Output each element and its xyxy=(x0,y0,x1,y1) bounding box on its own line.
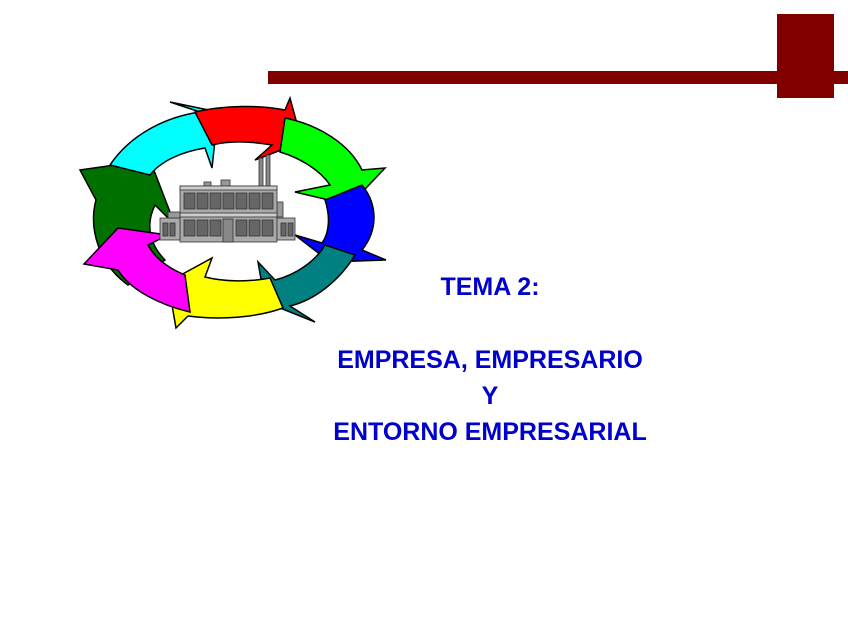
topic-label: TEMA 2: xyxy=(440,273,540,301)
title-line-3: ENTORNO EMPRESARIAL xyxy=(333,418,647,446)
title-line-2: Y xyxy=(481,382,499,410)
decorative-corner-square xyxy=(777,14,834,98)
arrow-magenta xyxy=(82,227,191,313)
arrow-cyan xyxy=(108,101,219,176)
title-line-1: EMPRESA, EMPRESARIO xyxy=(337,346,643,374)
factory-icon xyxy=(159,154,296,243)
arrow-green xyxy=(279,117,387,206)
title-block: TEMA 2: EMPRESA, EMPRESARIO Y ENTORNO EM… xyxy=(290,272,690,450)
decorative-header-bar xyxy=(268,71,848,84)
cycle-arrows-graphic xyxy=(78,95,387,330)
